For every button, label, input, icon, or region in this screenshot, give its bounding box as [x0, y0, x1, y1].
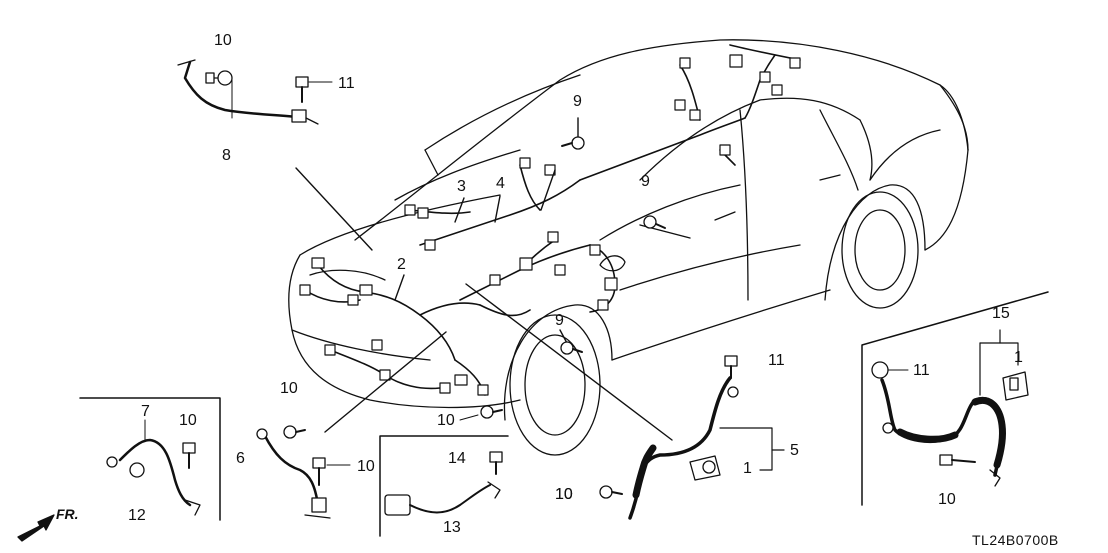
bolt-9-b [643, 215, 666, 229]
label-10: 10 [555, 486, 573, 503]
label-14: 14 [448, 450, 466, 467]
bolt-10-top [205, 70, 233, 86]
label-15: 15 [992, 305, 1010, 322]
label-9: 9 [641, 173, 650, 190]
label-10: 10 [437, 412, 455, 429]
bolt-9-a [561, 136, 585, 150]
diagram-code: TL24B0700B [972, 532, 1059, 548]
label-9: 9 [573, 93, 582, 110]
car-body-outline [288, 39, 969, 456]
cable-13 [384, 451, 503, 516]
cable-15 [871, 361, 1006, 487]
label-1: 1 [1014, 349, 1023, 366]
label-10: 10 [357, 458, 375, 475]
label-2: 2 [397, 256, 406, 273]
label-5: 5 [790, 442, 799, 459]
label-11: 11 [338, 75, 355, 92]
bracket-lines [719, 329, 1019, 471]
bolt-10-cable6 [312, 457, 351, 486]
label-10-alt: 10 [555, 486, 573, 503]
label-3: 3 [457, 178, 466, 195]
leader-lines [295, 117, 691, 441]
label-11: 11 [768, 352, 785, 369]
label-10: 10 [214, 32, 232, 49]
cable-8 [177, 59, 319, 125]
label-10: 10 [280, 380, 298, 397]
label-4: 4 [496, 175, 505, 192]
label-13: 13 [443, 519, 461, 536]
section-frames [79, 291, 1049, 537]
terminal-1-a [689, 455, 721, 481]
label-10: 10 [179, 412, 197, 429]
cable-5 [599, 355, 739, 520]
label-6: 6 [236, 450, 245, 467]
bolt-10-center [459, 405, 503, 421]
front-direction-arrow [17, 514, 55, 542]
front-direction-label: FR. [56, 506, 79, 522]
label-8: 8 [222, 147, 231, 164]
label-10: 10 [938, 491, 956, 508]
label-12: 12 [128, 507, 146, 524]
harness-connectors [299, 54, 801, 396]
terminal-1-b [1002, 371, 1029, 401]
cable-7 [106, 419, 201, 516]
label-11: 11 [913, 362, 930, 379]
cable-6 [256, 425, 331, 519]
label-1: 1 [743, 460, 752, 477]
bolt-9-c [560, 341, 583, 355]
label-7: 7 [141, 403, 150, 420]
label-9: 9 [555, 312, 564, 329]
bolt-11-top [295, 76, 333, 103]
